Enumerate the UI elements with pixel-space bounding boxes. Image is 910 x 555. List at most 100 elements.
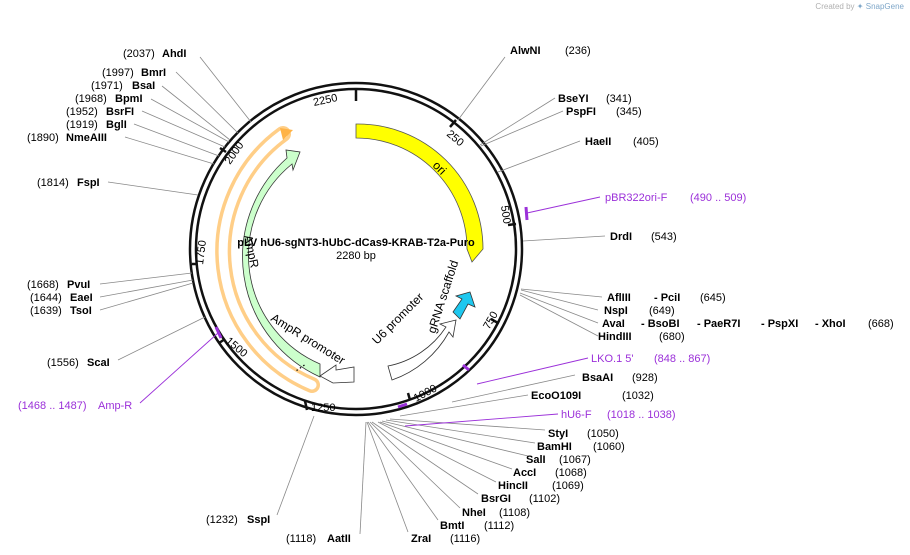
leader-scai xyxy=(117,316,206,361)
tick-label-750: 750 xyxy=(481,310,501,332)
leader-bmti xyxy=(367,421,439,521)
enzyme-name-bmti: BmtI xyxy=(440,520,464,532)
enzyme-name-drdi: DrdI xyxy=(610,231,632,243)
enzyme-name-aatii: AatII xyxy=(327,533,351,545)
feature-ampr-arrow xyxy=(242,149,321,378)
enzyme-pos-sali: (1067) xyxy=(559,454,591,466)
plasmid-name: pLV hU6-sgNT3-hUbC-dCas9-KRAB-T2a-Puro xyxy=(237,237,475,249)
enzyme-name-alwni: AlwNI xyxy=(510,45,541,57)
enzyme-pos-bpmi: (1968) xyxy=(75,93,107,105)
snapgene-logo: ✦ xyxy=(856,2,864,11)
feature-ampr-promoter-arrow xyxy=(319,364,355,384)
enzyme-pos-bamhi: (1060) xyxy=(593,441,625,453)
leader-nspi xyxy=(520,289,599,311)
tick-1500 xyxy=(218,337,226,345)
enzyme-pos-bmti: (1112) xyxy=(484,520,514,532)
enzyme-name-ecoo109i: EcoO109I xyxy=(531,390,581,402)
enzyme-pos-drdi: (543) xyxy=(651,231,677,243)
leader-bamhi xyxy=(385,419,536,444)
enzyme-pos-styi: (1050) xyxy=(587,428,619,440)
feature-ampr-outline-head xyxy=(280,128,293,140)
enzyme-name-scai: ScaI xyxy=(87,357,110,369)
tick-750 xyxy=(490,317,499,325)
leader-bsai xyxy=(161,85,231,141)
primer-name-hu6-f: hU6-F xyxy=(561,409,592,421)
primer-mark-lko1 xyxy=(462,363,470,372)
enzyme-name-xhoi: - XhoI xyxy=(815,318,846,330)
leader-pspfi xyxy=(480,110,564,147)
leader-bpmi xyxy=(150,98,230,143)
primer-leader-lko1 xyxy=(476,357,589,385)
leader-bseyi xyxy=(479,97,556,146)
enzyme-pos-bsrfi: (1952) xyxy=(66,106,98,118)
enzyme-name-bseyi: BseYI xyxy=(558,93,589,105)
enzyme-name-haeii: HaeII xyxy=(585,136,611,148)
enzyme-name-bsai: BsaI xyxy=(132,80,155,92)
enzyme-pos-bseyi: (341) xyxy=(606,93,632,105)
leader-tsoi xyxy=(99,282,194,311)
enzyme-name-bamhi: BamHI xyxy=(537,441,572,453)
enzyme-pos-bsai: (1971) xyxy=(91,80,123,92)
enzyme-name-nhei: NheI xyxy=(462,507,486,519)
leader-alwni xyxy=(457,56,506,121)
enzyme-name-bsaai: BsaAI xyxy=(582,372,613,384)
leader-hincii xyxy=(377,421,497,483)
enzyme-pos-zrai: (1116) xyxy=(450,533,480,545)
leader-styi xyxy=(389,418,546,431)
enzyme-name-sspi: SspI xyxy=(247,514,270,526)
leader-bsaai xyxy=(451,374,576,403)
leader-sali xyxy=(381,420,529,457)
enzyme-pos-bmri: (1997) xyxy=(102,67,134,79)
enzyme-pos-scai: (1556) xyxy=(47,357,79,369)
leader-afliii xyxy=(520,288,603,298)
enzyme-name-zrai: ZraI xyxy=(411,533,431,545)
feature-u6-promoter-arrow xyxy=(387,319,457,381)
plasmid-size: 2280 bp xyxy=(336,250,376,262)
primer-mark-amp-r xyxy=(214,326,223,339)
enzyme-name-pvui: PvuI xyxy=(67,279,90,291)
feature-u6-promoter-label: U6 promoter xyxy=(369,290,426,347)
leader-acci xyxy=(379,421,513,470)
enzyme-name-pcii: - PciI xyxy=(654,292,680,304)
leader-haeii xyxy=(497,140,581,173)
tick-500 xyxy=(507,222,517,227)
enzyme-pos-alwni: (236) xyxy=(565,45,591,57)
leader-nhei xyxy=(369,421,461,509)
enzyme-name-bmri: BmrI xyxy=(141,67,166,79)
primer-range-lko1: (848 .. 867) xyxy=(654,353,710,365)
tick-250 xyxy=(449,119,457,128)
enzyme-name-hindiii: HindIII xyxy=(598,331,632,343)
enzyme-name-styi: StyI xyxy=(548,428,568,440)
enzyme-name-bpmi: BpmI xyxy=(115,93,143,105)
primer-marks xyxy=(214,206,529,409)
enzyme-pos-ecoo109i: (1032) xyxy=(622,390,654,402)
primer-name-pbr322ori-f: pBR322ori-F xyxy=(605,192,668,204)
leader-ahdi xyxy=(199,56,252,123)
enzyme-name-bsrfi: BsrFI xyxy=(106,106,134,118)
enzyme-name-hincii: HincII xyxy=(498,480,528,492)
primer-range-hu6-f: (1018 .. 1038) xyxy=(607,409,676,421)
enzyme-name-bsobi: - BsoBI xyxy=(641,318,680,330)
tick-marks xyxy=(192,88,517,411)
primer-leader-amp-r xyxy=(139,332,219,404)
primer-labels: pBR322ori-F (490 .. 509) LKO.1 5' (848 .… xyxy=(18,192,746,421)
leader-fspi xyxy=(107,181,199,196)
enzyme-name-pspxi: - PspXI xyxy=(761,318,798,330)
tick-2000 xyxy=(219,146,227,154)
enzyme-pos-nspi: (649) xyxy=(649,305,675,317)
primer-range-amp-r: (1468 .. 1487) xyxy=(18,400,87,412)
credit-brand: SnapGene xyxy=(865,2,904,11)
enzyme-pos-hindiii: (680) xyxy=(659,331,685,343)
leader-bsrgi xyxy=(371,421,479,495)
enzyme-name-avai: AvaI xyxy=(602,318,625,330)
tick-label-2250: 2250 xyxy=(312,92,338,109)
feature-grna-scaffold-arrow xyxy=(452,291,476,320)
enzyme-pos-pcii: (645) xyxy=(700,292,726,304)
credit-prefix: Created by xyxy=(815,2,855,11)
enzyme-pos-nhei: (1108) xyxy=(499,507,530,519)
tick-1000 xyxy=(406,392,412,401)
enzyme-pos-xhoi: (668) xyxy=(868,318,894,330)
enzyme-pos-tsoi: (1639) xyxy=(30,305,62,317)
right-enzyme-labels: AlwNI (236) BseYI (341) PspFI (345) HaeI… xyxy=(411,45,894,545)
